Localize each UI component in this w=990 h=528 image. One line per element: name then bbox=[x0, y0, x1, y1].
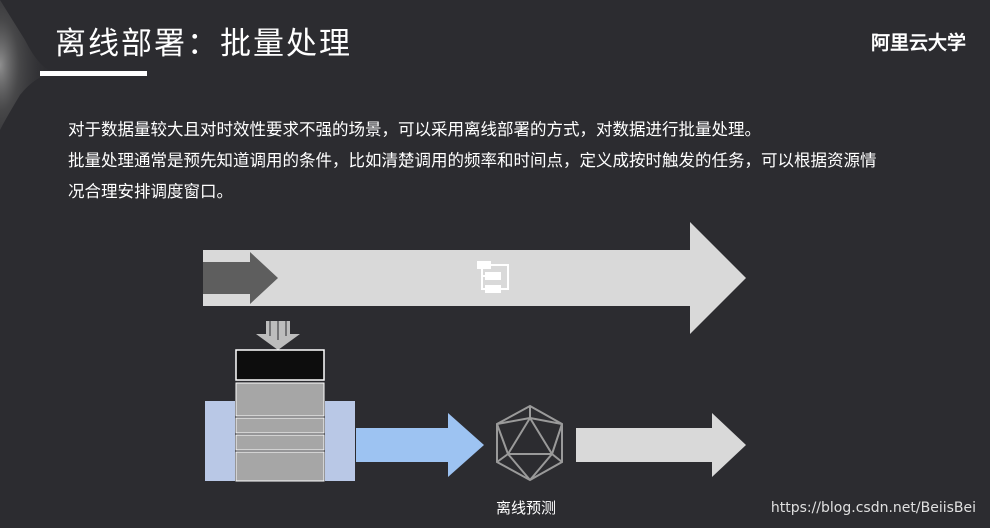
side-block-left bbox=[205, 401, 235, 481]
decorative-swoosh bbox=[0, 0, 55, 130]
batch-block-1 bbox=[235, 382, 325, 417]
batch-block-top bbox=[235, 349, 325, 381]
offline-prediction-caption: 离线预测 bbox=[496, 499, 557, 517]
cube-model-icon bbox=[496, 404, 563, 482]
watermark-url: https://blog.csdn.net/BeiisBei bbox=[770, 500, 976, 516]
batch-block-3 bbox=[235, 434, 325, 451]
task-flow-icon bbox=[477, 261, 509, 293]
title-underline bbox=[40, 71, 147, 76]
batch-block-2 bbox=[235, 417, 325, 434]
slide-title: 离线部署：批量处理 bbox=[55, 26, 352, 62]
batch-block-4 bbox=[235, 451, 325, 482]
batch-flow-arrow bbox=[203, 222, 746, 334]
trigger-arrow bbox=[203, 252, 278, 304]
body-text: 对于数据量较大且对时效性要求不强的场景，可以采用离线部署的方式，对数据进行批量处… bbox=[68, 114, 888, 207]
paragraph-2: 批量处理通常是预先知道调用的条件，比如清楚调用的频率和时间点，定义成按时触发的任… bbox=[68, 151, 877, 201]
prediction-output-arrow bbox=[576, 413, 746, 477]
brand-logo-text: 阿里云大学 bbox=[870, 32, 966, 54]
down-arrow-icon bbox=[256, 321, 300, 350]
data-input-arrow bbox=[356, 413, 484, 477]
side-block-right bbox=[325, 401, 355, 481]
paragraph-1: 对于数据量较大且对时效性要求不强的场景，可以采用离线部署的方式，对数据进行批量处… bbox=[68, 120, 761, 139]
